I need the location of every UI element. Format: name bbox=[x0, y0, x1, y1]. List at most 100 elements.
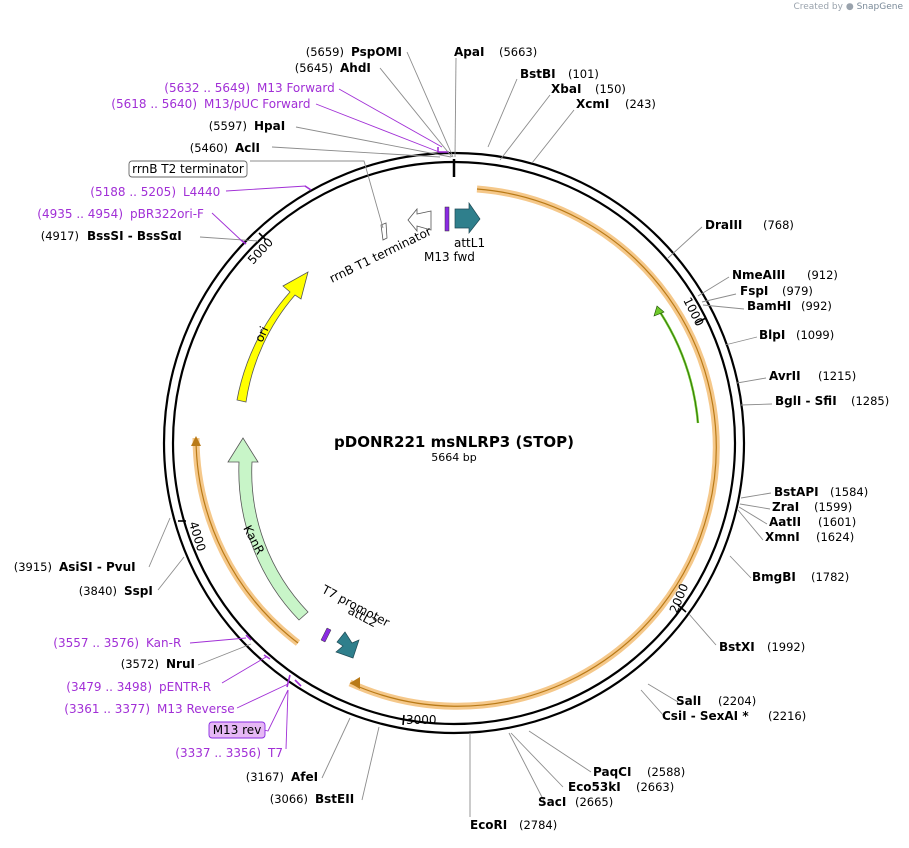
site-zrai: ZraI (1599) bbox=[772, 500, 852, 514]
tick-label: 3000 bbox=[406, 713, 437, 727]
green-orf-arrowhead bbox=[653, 305, 665, 317]
svg-text:ZraI: ZraI bbox=[772, 500, 799, 514]
svg-text:BamHI: BamHI bbox=[747, 299, 791, 313]
svg-text:BstXI: BstXI bbox=[719, 640, 755, 654]
svg-text:(3361 .. 3377): (3361 .. 3377) bbox=[64, 702, 150, 716]
rrnb-t2-box: rrnB T2 terminator bbox=[128, 160, 248, 178]
site-sspi: (3840) SspI bbox=[79, 584, 153, 598]
site-xmni: XmnI (1624) bbox=[765, 530, 854, 544]
site-draiii: DraIII (768) bbox=[705, 218, 794, 232]
green-orf-edge bbox=[659, 311, 699, 424]
left-highlight-arrowhead bbox=[191, 436, 201, 446]
svg-text:XmnI: XmnI bbox=[765, 530, 800, 544]
svg-text:(4935 .. 4954): (4935 .. 4954) bbox=[37, 207, 123, 221]
svg-text:PaqCI: PaqCI bbox=[593, 765, 631, 779]
svg-text:(3572): (3572) bbox=[121, 657, 159, 671]
insert-line bbox=[349, 188, 717, 707]
rrnb-t1-label: rrnB T1 terminator bbox=[327, 224, 434, 286]
t7-promoter-feature bbox=[320, 627, 332, 643]
snapgene-logo-icon: ● bbox=[845, 2, 854, 12]
svg-text:(1599): (1599) bbox=[814, 500, 852, 514]
svg-text:(1782): (1782) bbox=[811, 570, 849, 584]
site-bsssi: (4917) BssSI - BssSαI bbox=[41, 229, 182, 243]
attl1-label: attL1 bbox=[454, 236, 485, 250]
svg-text:(5188 .. 5205): (5188 .. 5205) bbox=[90, 185, 176, 199]
svg-text:AvrII: AvrII bbox=[769, 369, 801, 383]
svg-text:(3337 .. 3356): (3337 .. 3356) bbox=[175, 746, 261, 760]
rrnb-t2-label: rrnB T2 terminator bbox=[132, 162, 244, 176]
svg-text:(3840): (3840) bbox=[79, 584, 117, 598]
svg-text:(1992): (1992) bbox=[767, 640, 805, 654]
site-avrii: AvrII (1215) bbox=[769, 369, 856, 383]
site-hpai: (5597) HpaI bbox=[209, 119, 285, 133]
site-bsteii: (3066) BstEII bbox=[270, 792, 354, 806]
svg-text:BglI - SfiI: BglI - SfiI bbox=[775, 394, 837, 408]
green-orf-arc bbox=[658, 311, 700, 424]
svg-text:XcmI: XcmI bbox=[576, 97, 609, 111]
kanr-feature bbox=[227, 437, 309, 621]
svg-text:BstEII: BstEII bbox=[315, 792, 354, 806]
svg-text:(5659): (5659) bbox=[306, 45, 344, 59]
svg-text:AhdI: AhdI bbox=[340, 61, 371, 75]
svg-text:(1215): (1215) bbox=[818, 369, 856, 383]
svg-text:(979): (979) bbox=[782, 284, 813, 298]
svg-text:(3167): (3167) bbox=[246, 770, 284, 784]
svg-text:(5618 .. 5640): (5618 .. 5640) bbox=[111, 97, 197, 111]
snapgene-credit: Created by ● SnapGene bbox=[793, 2, 903, 12]
svg-text:BstBI: BstBI bbox=[520, 67, 556, 81]
svg-text:M13 Reverse: M13 Reverse bbox=[157, 702, 235, 716]
rrnb-t1-feature bbox=[407, 207, 432, 233]
svg-text:DraIII: DraIII bbox=[705, 218, 742, 232]
left-highlight-line bbox=[195, 437, 299, 644]
svg-text:SacI: SacI bbox=[538, 795, 566, 809]
primer-leader-lines bbox=[189, 88, 443, 750]
credit-brand: SnapGene bbox=[856, 2, 903, 12]
site-paqci: PaqCI (2588) bbox=[593, 765, 685, 779]
site-fspi: FspI (979) bbox=[740, 284, 813, 298]
site-afei: (3167) AfeI bbox=[246, 770, 318, 784]
svg-text:pENTR-R: pENTR-R bbox=[159, 680, 211, 694]
site-pspomi: (5659) PspOMI bbox=[306, 45, 402, 59]
site-saci: SacI (2665) bbox=[538, 795, 613, 809]
svg-text:XbaI: XbaI bbox=[551, 82, 581, 96]
svg-text:(1584): (1584) bbox=[830, 485, 868, 499]
svg-text:(1601): (1601) bbox=[818, 515, 856, 529]
primer-pbr322ori-f: (4935 .. 4954) pBR322ori-F bbox=[37, 207, 204, 221]
svg-text:(5645): (5645) bbox=[295, 61, 333, 75]
svg-text:(101): (101) bbox=[568, 67, 599, 81]
primer-t7: (3337 .. 3356) T7 bbox=[175, 746, 283, 760]
svg-text:AfeI: AfeI bbox=[291, 770, 318, 784]
site-bamhi: BamHI (992) bbox=[747, 299, 832, 313]
svg-text:(2665): (2665) bbox=[575, 795, 613, 809]
svg-text:(2784): (2784) bbox=[519, 818, 557, 832]
svg-text:(3066): (3066) bbox=[270, 792, 308, 806]
insert-arrowhead bbox=[350, 677, 360, 689]
m13-rev-label: M13 rev bbox=[213, 723, 262, 737]
plasmid-size: 5664 bp bbox=[431, 451, 476, 464]
svg-text:(1624): (1624) bbox=[816, 530, 854, 544]
svg-text:Kan-R: Kan-R bbox=[146, 636, 181, 650]
svg-text:Eco53kI: Eco53kI bbox=[568, 780, 621, 794]
plasmid-title: pDONR221 msNLRP3 (STOP) bbox=[334, 433, 574, 451]
svg-text:HpaI: HpaI bbox=[254, 119, 285, 133]
svg-text:NruI: NruI bbox=[166, 657, 195, 671]
m13-rev-box: M13 rev bbox=[208, 721, 266, 739]
site-bstbi: BstBI (101) bbox=[520, 67, 599, 81]
svg-text:pBR322ori-F: pBR322ori-F bbox=[130, 207, 204, 221]
site-bgli: BglI - SfiI (1285) bbox=[775, 394, 889, 408]
svg-text:(5632 .. 5649): (5632 .. 5649) bbox=[164, 81, 250, 95]
primer-m13-forward: (5632 .. 5649) M13 Forward bbox=[164, 81, 334, 95]
svg-text:(912): (912) bbox=[807, 268, 838, 282]
primer-pentr-r: (3479 .. 3498) pENTR-R bbox=[66, 680, 211, 694]
svg-text:(5460): (5460) bbox=[190, 141, 228, 155]
svg-text:(2216): (2216) bbox=[768, 709, 806, 723]
ori-feature bbox=[236, 271, 309, 403]
site-bstxi: BstXI (1992) bbox=[719, 640, 805, 654]
tick-label: 5000 bbox=[245, 235, 276, 267]
site-asisi: (3915) AsiSI - PvuI bbox=[14, 560, 136, 574]
svg-text:EcoRI: EcoRI bbox=[470, 818, 507, 832]
site-csii: CsiI - SexAI * (2216) bbox=[662, 709, 806, 723]
primer-m13-puc-forward: (5618 .. 5640) M13/pUC Forward bbox=[111, 97, 310, 111]
site-apai: ApaI (5663) bbox=[454, 45, 537, 59]
